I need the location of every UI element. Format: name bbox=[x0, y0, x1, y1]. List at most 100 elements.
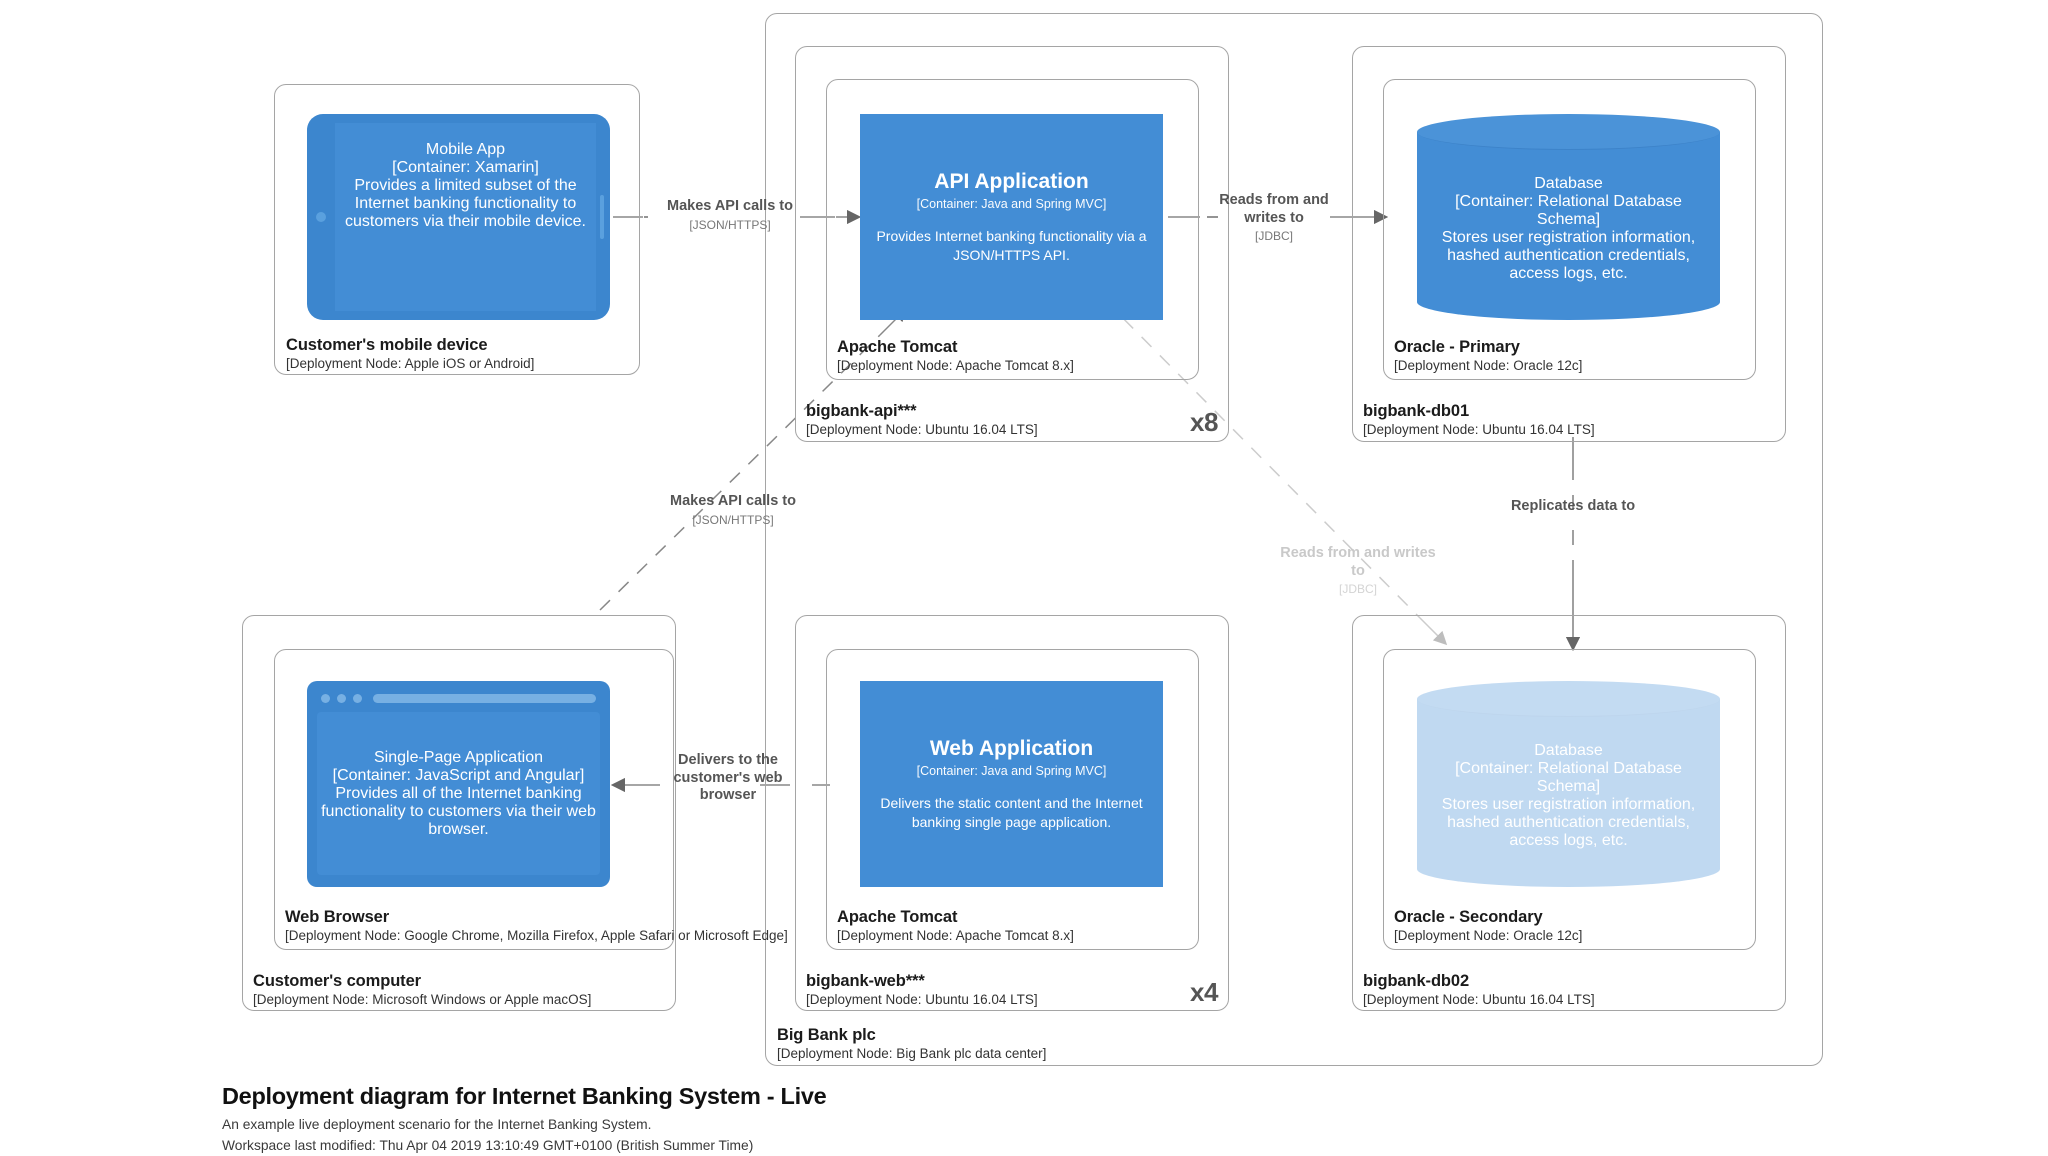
node-bigbank-web-name: bigbank-web*** bbox=[806, 972, 925, 990]
node-bigbank-db01-name: bigbank-db01 bbox=[1363, 402, 1470, 420]
database-secondary-text: Database [Container: Relational Database… bbox=[1417, 715, 1720, 877]
node-web-browser-tech: [Deployment Node: Google Chrome, Mozilla… bbox=[285, 928, 788, 944]
relationship-api-to-db-desc: Reads from and writes to bbox=[1219, 192, 1329, 226]
spa-viewport: Single-Page Application [Container: Java… bbox=[317, 712, 600, 875]
node-bigbank-db02[interactable] bbox=[1352, 615, 1786, 1011]
node-oracle-secondary-name: Oracle - Secondary bbox=[1394, 908, 1543, 926]
database-secondary-title: Database bbox=[1534, 742, 1603, 759]
node-customer-computer[interactable] bbox=[242, 615, 676, 1011]
node-bigbank-db02-label: bigbank-db02 [Deployment Node: Ubuntu 16… bbox=[1363, 971, 1595, 1009]
diagram-modified: Workspace last modified: Thu Apr 04 2019… bbox=[222, 1138, 754, 1153]
node-customer-computer-label: Customer's computer [Deployment Node: Mi… bbox=[253, 971, 591, 1009]
node-customer-mobile-device-tech: [Deployment Node: Apple iOS or Android] bbox=[286, 356, 535, 372]
node-oracle-primary-tech: [Deployment Node: Oracle 12c] bbox=[1394, 358, 1583, 374]
node-oracle-primary[interactable] bbox=[1383, 79, 1756, 380]
node-big-bank-plc-name: Big Bank plc bbox=[777, 1026, 876, 1044]
container-database-primary[interactable]: Database [Container: Relational Database… bbox=[1417, 114, 1720, 320]
database-primary-tech: [Container: Relational Database Schema] bbox=[1455, 193, 1682, 228]
node-oracle-secondary[interactable] bbox=[1383, 649, 1756, 950]
container-web-application[interactable]: Web Application [Container: Java and Spr… bbox=[860, 681, 1163, 887]
database-primary-title: Database bbox=[1534, 175, 1603, 192]
relationship-api-to-db2-desc: Reads from and writes to bbox=[1280, 545, 1436, 579]
container-database-secondary[interactable]: Database [Container: Relational Database… bbox=[1417, 681, 1720, 887]
node-bigbank-web[interactable] bbox=[795, 615, 1229, 1011]
node-oracle-secondary-tech: [Deployment Node: Oracle 12c] bbox=[1394, 928, 1583, 944]
container-api-application[interactable]: API Application [Container: Java and Spr… bbox=[860, 114, 1163, 320]
spa-description: Provides all of the Internet banking fun… bbox=[321, 784, 596, 838]
node-oracle-primary-label: Oracle - Primary [Deployment Node: Oracl… bbox=[1394, 337, 1582, 375]
node-tomcat-api-tech: [Deployment Node: Apache Tomcat 8.x] bbox=[837, 358, 1074, 374]
mobile-app-title: Mobile App bbox=[425, 141, 506, 158]
relationship-api-to-db2-tech: [JDBC] bbox=[1338, 582, 1377, 597]
node-tomcat-api-label: Apache Tomcat [Deployment Node: Apache T… bbox=[837, 337, 1074, 375]
node-web-browser[interactable] bbox=[274, 649, 674, 950]
node-tomcat-web[interactable] bbox=[826, 649, 1199, 950]
relationship-db-replicate-desc: Replicates data to bbox=[1510, 498, 1636, 514]
mobile-app-screen: Mobile App [Container: Xamarin] Provides… bbox=[335, 123, 596, 311]
browser-address-bar bbox=[373, 694, 596, 703]
node-tomcat-web-label: Apache Tomcat [Deployment Node: Apache T… bbox=[837, 907, 1074, 945]
node-tomcat-api[interactable] bbox=[826, 79, 1199, 380]
node-bigbank-api-label: bigbank-api*** [Deployment Node: Ubuntu … bbox=[806, 401, 1038, 439]
diagram-caption: Deployment diagram for Internet Banking … bbox=[222, 1083, 827, 1156]
node-bigbank-api-name: bigbank-api*** bbox=[806, 402, 917, 420]
web-application-title: Web Application bbox=[929, 736, 1094, 760]
container-mobile-app[interactable]: Mobile App [Container: Xamarin] Provides… bbox=[307, 114, 610, 320]
api-application-tech: [Container: Java and Spring MVC] bbox=[916, 197, 1107, 212]
mobile-speaker-icon bbox=[600, 195, 604, 239]
relationship-api-to-db-tech: [JDBC] bbox=[1254, 229, 1293, 244]
browser-dot-icon bbox=[353, 694, 362, 703]
spa-title: Single-Page Application bbox=[373, 748, 543, 766]
container-single-page-application[interactable]: Single-Page Application [Container: Java… bbox=[307, 681, 610, 887]
node-customer-computer-name: Customer's computer bbox=[253, 972, 421, 990]
node-big-bank-plc-tech: [Deployment Node: Big Bank plc data cent… bbox=[777, 1046, 1047, 1062]
node-bigbank-db01-label: bigbank-db01 [Deployment Node: Ubuntu 16… bbox=[1363, 401, 1595, 439]
relationship-db-replicate: Replicates data to bbox=[1463, 498, 1683, 516]
node-web-browser-name: Web Browser bbox=[285, 908, 390, 926]
browser-dot-icon bbox=[337, 694, 346, 703]
node-tomcat-web-tech: [Deployment Node: Apache Tomcat 8.x] bbox=[837, 928, 1074, 944]
database-primary-description: Stores user registration information, ha… bbox=[1441, 229, 1696, 282]
relationship-web-to-spa-desc: Delivers to the customer's web browser bbox=[673, 752, 783, 804]
node-bigbank-db02-name: bigbank-db02 bbox=[1363, 972, 1470, 990]
node-bigbank-web-instances: x4 bbox=[1190, 977, 1218, 1007]
node-bigbank-web-label: bigbank-web*** [Deployment Node: Ubuntu … bbox=[806, 971, 1038, 1009]
database-secondary-top-ellipse bbox=[1417, 681, 1720, 717]
database-primary-body bbox=[1417, 132, 1720, 320]
mobile-app-description: Provides a limited subset of the Interne… bbox=[345, 177, 586, 230]
database-secondary-body bbox=[1417, 699, 1720, 887]
api-application-title: API Application bbox=[934, 169, 1089, 193]
relationship-spa-to-api-desc: Makes API calls to bbox=[670, 493, 796, 509]
relationship-spa-to-api-tech: [JSON/HTTPS] bbox=[692, 512, 774, 527]
node-web-browser-label: Web Browser [Deployment Node: Google Chr… bbox=[285, 907, 788, 945]
node-bigbank-api[interactable] bbox=[795, 46, 1229, 442]
database-primary-top-ellipse bbox=[1417, 114, 1720, 150]
browser-dot-icon bbox=[321, 694, 330, 703]
node-oracle-secondary-label: Oracle - Secondary [Deployment Node: Ora… bbox=[1394, 907, 1582, 945]
node-tomcat-api-name: Apache Tomcat bbox=[837, 338, 958, 356]
node-bigbank-db01[interactable] bbox=[1352, 46, 1786, 442]
diagram-description: An example live deployment scenario for … bbox=[222, 1117, 652, 1132]
node-big-bank-plc-label: Big Bank plc [Deployment Node: Big Bank … bbox=[777, 1025, 1046, 1063]
node-big-bank-plc[interactable] bbox=[765, 13, 1823, 1066]
api-application-description: Provides Internet banking functionality … bbox=[876, 228, 1147, 263]
node-oracle-primary-name: Oracle - Primary bbox=[1394, 338, 1520, 356]
node-bigbank-db02-tech: [Deployment Node: Ubuntu 16.04 LTS] bbox=[1363, 992, 1595, 1008]
database-secondary-tech: [Container: Relational Database Schema] bbox=[1455, 760, 1682, 795]
database-secondary-description: Stores user registration information, ha… bbox=[1441, 796, 1696, 849]
relationship-mobile-to-api-tech: [JSON/HTTPS] bbox=[689, 217, 771, 232]
relationship-api-to-db: Reads from and writes to [JDBC] bbox=[1197, 192, 1351, 244]
node-customer-mobile-device-label: Customer's mobile device [Deployment Nod… bbox=[286, 335, 534, 373]
mobile-app-tech: [Container: Xamarin] bbox=[392, 159, 539, 176]
node-customer-mobile-device-name: Customer's mobile device bbox=[286, 336, 488, 354]
web-application-description: Delivers the static content and the Inte… bbox=[880, 795, 1143, 830]
browser-chrome-bar bbox=[317, 691, 600, 706]
relationship-mobile-to-api: Makes API calls to [JSON/HTTPS] bbox=[638, 198, 822, 232]
node-tomcat-web-name: Apache Tomcat bbox=[837, 908, 958, 926]
node-customer-mobile-device[interactable] bbox=[274, 84, 640, 375]
diagram-title: Deployment diagram for Internet Banking … bbox=[222, 1083, 827, 1109]
relationship-mobile-to-api-desc: Makes API calls to bbox=[667, 198, 793, 214]
node-bigbank-db01-tech: [Deployment Node: Ubuntu 16.04 LTS] bbox=[1363, 422, 1595, 438]
node-customer-computer-tech: [Deployment Node: Microsoft Windows or A… bbox=[253, 992, 592, 1008]
